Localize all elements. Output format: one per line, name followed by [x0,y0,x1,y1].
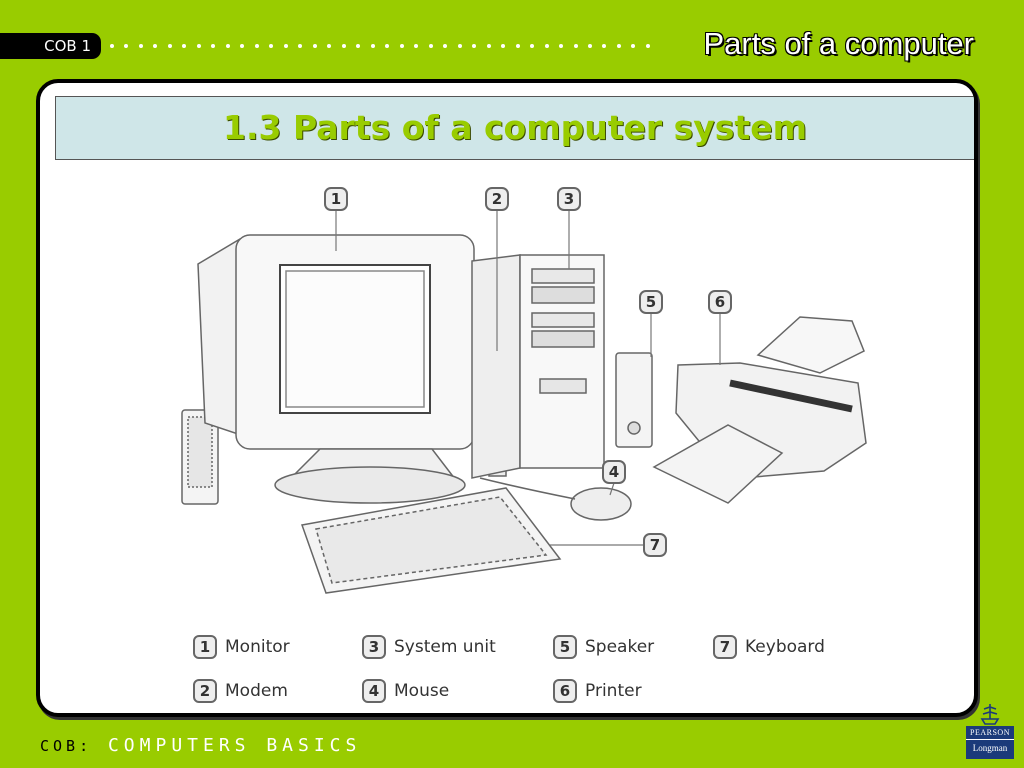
legend-item-printer: 6 Printer [553,679,642,703]
divider-dot [645,44,650,48]
callout-2-label: 2 [492,190,502,208]
callout-7: 7 [643,533,667,557]
divider-dot [225,44,230,48]
divider-dot [240,44,245,48]
course-tag: COB 1 [0,33,101,59]
legend-label: Printer [585,681,642,701]
legend-number: 2 [193,679,217,703]
legend-label: Modem [225,681,288,701]
footer-text: COMPUTERS BASICS [107,735,362,756]
divider-dot [370,44,375,48]
divider-dot [298,44,303,48]
divider-dot [167,44,172,48]
divider-dot [312,44,317,48]
divider-dot [587,44,592,48]
divider-dot [153,44,158,48]
divider-dot [138,44,143,48]
callout-5-label: 5 [646,293,656,311]
footer-prefix: COB: [40,737,93,755]
callout-2: 2 [485,187,509,211]
dotted-divider [110,38,650,54]
divider-dot [182,44,187,48]
divider-dot [530,44,535,48]
callout-3: 3 [557,187,581,211]
divider-dot [443,44,448,48]
callout-7-label: 7 [650,536,660,554]
callout-6: 6 [708,290,732,314]
pearson-longman-logo: PEARSON Longman [966,703,1014,759]
divider-dot [283,44,288,48]
keyboard-illustration [300,487,562,594]
logo-box: PEARSON Longman [966,726,1014,759]
legend-number: 7 [713,635,737,659]
callout-3-label: 3 [564,190,574,208]
printer-illustration [652,316,867,504]
legend-number: 5 [553,635,577,659]
divider-dot [602,44,607,48]
callout-6-label: 6 [715,293,725,311]
divider-dot [501,44,506,48]
footer: COB: COMPUTERS BASICS [40,735,361,756]
slide-panel: 1.3 Parts of a computer system [36,79,978,717]
divider-dot [341,44,346,48]
legend-item-system-unit: 3 System unit [362,635,496,659]
logo-line2: Longman [972,743,1008,753]
legend-number: 1 [193,635,217,659]
divider-dot [573,44,578,48]
legend-number: 4 [362,679,386,703]
divider-dot [110,44,114,48]
logo-line1: PEARSON [966,726,1014,740]
divider-dot [196,44,201,48]
computer-system-diagram: 1 2 3 4 5 6 7 [181,187,867,594]
legend-item-keyboard: 7 Keyboard [713,635,825,659]
legend-item-speaker: 5 Speaker [553,635,654,659]
divider-dot [486,44,491,48]
divider-dot [211,44,216,48]
system-unit-illustration [471,254,605,479]
callout-1: 1 [324,187,348,211]
legend-label: Mouse [394,681,450,701]
callout-4: 4 [602,460,626,484]
callout-1-label: 1 [331,190,341,208]
callout-5: 5 [639,290,663,314]
legend-label: Speaker [585,637,655,657]
callout-4-label: 4 [609,463,619,481]
legend-label: Monitor [225,637,290,657]
divider-dot [428,44,433,48]
divider-dot [254,44,259,48]
header-title: Parts of a computer [703,26,974,61]
legend-label: Keyboard [745,637,825,657]
legend-item-monitor: 1 Monitor [193,635,290,659]
right-speaker-illustration [615,352,653,448]
divider-dot [631,44,636,48]
divider-dot [414,44,419,48]
mouse-illustration [479,477,632,521]
ship-icon [980,704,1000,725]
divider-dot [515,44,520,48]
divider-dot [124,44,129,48]
monitor-illustration [197,234,475,504]
divider-dot [559,44,564,48]
slide-heading: 1.3 Parts of a computer system [55,96,974,160]
divider-dot [356,44,361,48]
legend-label: System unit [394,637,496,657]
divider-dot [472,44,477,48]
divider-dot [385,44,390,48]
legend-item-mouse: 4 Mouse [362,679,449,703]
divider-dot [327,44,332,48]
divider-dot [399,44,404,48]
divider-dot [269,44,274,48]
legend-number: 6 [553,679,577,703]
divider-dot [616,44,621,48]
divider-dot [457,44,462,48]
legend-number: 3 [362,635,386,659]
legend-item-modem: 2 Modem [193,679,288,703]
divider-dot [544,44,549,48]
left-speaker-illustration [181,409,219,505]
